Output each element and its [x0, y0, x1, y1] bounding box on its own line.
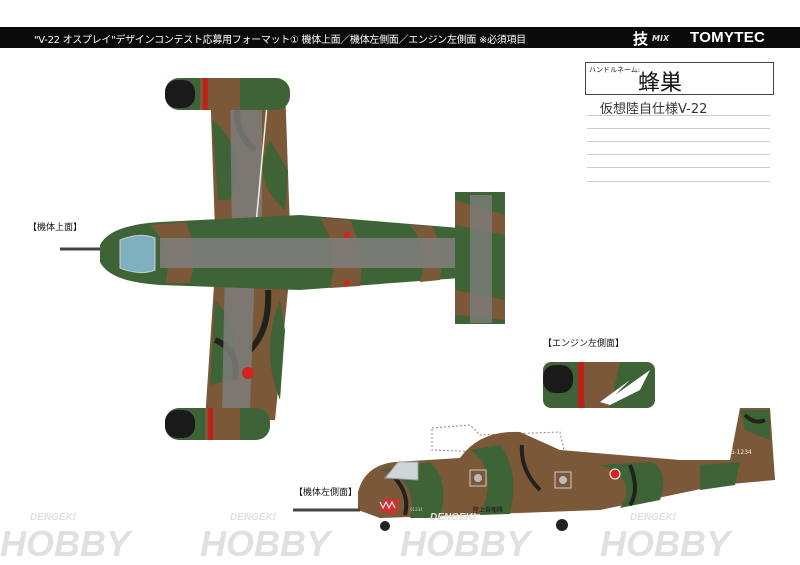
tail-number: JG-1234 — [728, 449, 752, 456]
comment-line — [587, 167, 770, 168]
comment-line — [587, 115, 770, 116]
label-top-view: 【機体上面】 — [28, 223, 83, 233]
gimix-logo: 技 — [633, 30, 649, 48]
comment-line — [587, 181, 770, 182]
handle-name-label: ハンドルネーム: — [589, 66, 641, 74]
fuselage-text: 陸上自衛隊 — [473, 507, 504, 514]
fuselage-walkway — [160, 238, 460, 268]
handle-name-value: 蜂巣 — [638, 71, 683, 96]
hinomaru — [344, 232, 350, 238]
engine-side-view — [543, 362, 655, 408]
gimix-logo-mix: MIX — [652, 34, 670, 43]
hinomaru — [344, 280, 350, 286]
comment-line — [587, 128, 770, 129]
aircraft-side-view — [293, 408, 775, 531]
format-title: "V-22 オスプレイ"デザインコンテスト応募用フォーマット① 機体上面／機体左… — [34, 35, 526, 46]
label-engine-left: 【エンジン左側面】 — [543, 339, 625, 349]
comment-line — [587, 154, 770, 155]
comment-line — [587, 141, 770, 142]
header-bar: "V-22 オスプレイ"デザインコンテスト応募用フォーマット① 機体上面／機体左… — [0, 27, 800, 48]
nose-number: 01234 — [410, 507, 423, 512]
hinomaru — [242, 367, 254, 379]
wing-walkway — [230, 90, 262, 240]
handle-name-box: ハンドルネーム: 蜂巣 — [585, 62, 774, 96]
hinomaru — [609, 468, 621, 480]
tomytec-logo: TOMYTEC — [690, 29, 766, 46]
nacelle-bottom — [165, 408, 270, 440]
nacelle-top — [165, 78, 290, 110]
design-title: 仮想陸自仕様V-22 — [600, 102, 708, 117]
label-left-side: 【機体左側面】 — [294, 488, 358, 498]
